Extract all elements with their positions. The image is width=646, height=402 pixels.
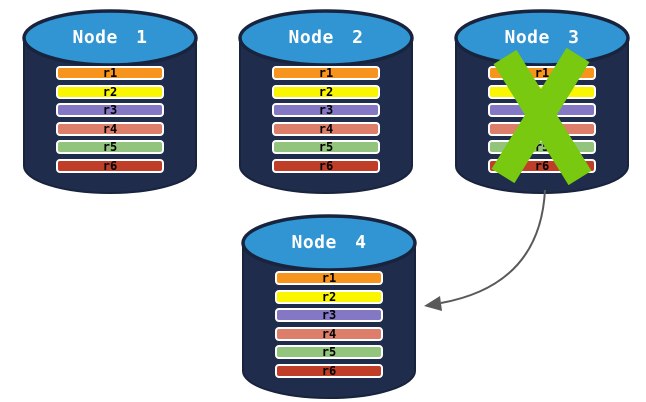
record-label: r1 [318,66,334,80]
node-1: Node 1 r1 r2 r3 r4 r5 r6 [21,8,199,196]
record-bar-r4: r4 [275,326,383,341]
record-label: r5 [102,140,118,154]
record-label: r5 [321,345,337,359]
cylinder-top [238,9,414,67]
record-list: r1 r2 r3 r4 r5 r6 [56,66,164,173]
record-bar-r2: r2 [56,84,164,99]
record-bar-r4: r4 [488,121,596,136]
cylinder-top [241,214,417,272]
record-bar-r6: r6 [275,363,383,378]
record-bar-r3: r3 [272,103,380,117]
failover-arrow-line [440,189,546,304]
record-label: r4 [534,121,550,136]
record-bar-r6: r6 [56,158,164,173]
record-bar-r2: r2 [275,289,383,304]
record-label: r1 [102,66,118,80]
record-bar-r1: r1 [488,66,596,80]
node-title: Node 3 [504,27,580,48]
record-list: r1 r2 r3 r4 r5 r6 [275,271,383,378]
record-label: r2 [318,84,334,99]
record-label: r6 [321,363,337,378]
record-label: r5 [534,140,550,154]
record-label: r4 [321,326,337,341]
record-label: r2 [321,289,337,304]
node-4: Node 4 r1 r2 r3 r4 r5 r6 [240,213,418,401]
record-label: r4 [318,121,334,136]
record-bar-r5: r5 [272,140,380,154]
record-label: r3 [321,308,337,322]
record-bar-r5: r5 [488,140,596,154]
record-bar-r2: r2 [272,84,380,99]
record-bar-r3: r3 [488,103,596,117]
record-label: r2 [102,84,118,99]
record-label: r1 [534,66,550,80]
node-3: Node 3 r1 r2 r3 r4 r5 r6 [453,8,631,196]
record-bar-r6: r6 [488,158,596,173]
record-label: r3 [318,103,334,117]
record-bar-r6: r6 [272,158,380,173]
record-bar-r5: r5 [56,140,164,154]
record-list: r1 r2 r3 r4 r5 r6 [488,66,596,173]
node-2: Node 2 r1 r2 r3 r4 r5 r6 [237,8,415,196]
record-bar-r1: r1 [275,271,383,285]
record-bar-r4: r4 [56,121,164,136]
record-label: r6 [102,158,118,173]
node-title: Node 2 [288,27,364,48]
cylinder-top [22,9,198,67]
record-label: r4 [102,121,118,136]
node-title: Node 4 [291,232,367,253]
record-bar-r1: r1 [56,66,164,80]
record-bar-r2: r2 [488,84,596,99]
record-label: r6 [534,158,550,173]
record-bar-r4: r4 [272,121,380,136]
record-label: r3 [534,103,550,117]
record-label: r5 [318,140,334,154]
record-bar-r3: r3 [275,308,383,322]
record-label: r2 [534,84,550,99]
record-bar-r3: r3 [56,103,164,117]
node-title: Node 1 [72,27,148,48]
record-list: r1 r2 r3 r4 r5 r6 [272,66,380,173]
record-bar-r1: r1 [272,66,380,80]
record-bar-r5: r5 [275,345,383,359]
failover-arrowhead-icon [424,296,442,311]
record-label: r1 [321,271,337,285]
record-label: r6 [318,158,334,173]
failover-arrow [424,189,546,311]
record-label: r3 [102,103,118,117]
